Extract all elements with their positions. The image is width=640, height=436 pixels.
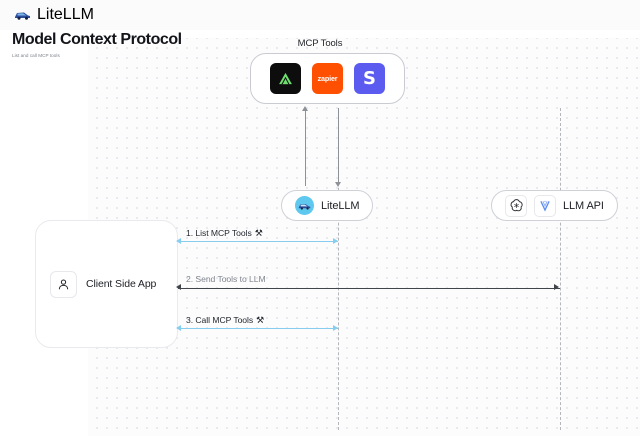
arrow-head-tools-down <box>334 182 341 187</box>
message-3-text: 3. Call MCP Tools <box>186 315 254 325</box>
message-2-arrowhead-right <box>554 284 559 291</box>
user-icon <box>50 270 77 298</box>
vertex-ai-glyph <box>540 200 550 212</box>
message-2-line <box>178 288 560 289</box>
message-2-arrowhead-left <box>175 284 181 291</box>
message-1-arrowhead-right <box>333 237 338 244</box>
brand-name: LiteLLM <box>37 6 94 23</box>
canvas-top-mask <box>0 30 640 38</box>
page-title-block: Model Context Protocol List and call MCP… <box>12 31 182 58</box>
mcp-tools-label: MCP Tools <box>297 38 343 49</box>
message-1-label: 1. List MCP Tools ⚒ <box>186 228 263 238</box>
tools-icon: ⚒ <box>256 314 265 325</box>
tools-icon: ⚒ <box>254 227 263 238</box>
user-glyph <box>58 278 69 289</box>
node-llm-api[interactable]: LLM API <box>491 190 618 221</box>
page-subtitle: List and call MCP tools <box>12 53 60 58</box>
message-3-line <box>178 328 338 329</box>
message-3-label: 3. Call MCP Tools ⚒ <box>186 315 264 325</box>
arrow-line-tools-down <box>338 108 339 184</box>
lifeline-litellm <box>338 108 339 430</box>
message-1-arrowhead-left <box>176 237 181 244</box>
message-1-line <box>178 241 338 242</box>
client-side-app-card[interactable]: Client Side App <box>35 220 178 348</box>
lifeline-llm-api <box>560 108 561 430</box>
app-header: LiteLLM <box>0 0 640 30</box>
openai-icon <box>505 194 527 217</box>
openai-glyph <box>510 199 523 212</box>
message-2-text: 2. Send Tools to LLM <box>186 274 266 284</box>
message-3-arrowhead-right <box>333 324 338 331</box>
node-litellm[interactable]: LiteLLM <box>281 190 374 221</box>
node-llm-api-label: LLM API <box>563 199 604 212</box>
page-title: Model Context Protocol <box>12 31 182 48</box>
litellm-avatar-icon <box>295 196 314 215</box>
node-litellm-label: LiteLLM <box>321 199 360 212</box>
vertex-ai-icon <box>534 194 556 217</box>
zapier-wordmark: zapier <box>317 74 338 83</box>
message-1-text: 1. List MCP Tools <box>186 228 252 238</box>
diagram-canvas[interactable]: MCP Tools zapier S Lite <box>0 30 640 436</box>
supabase-icon[interactable] <box>270 63 301 94</box>
client-side-app-label: Client Side App <box>86 278 157 290</box>
supabase-triangle-glyph <box>279 72 292 85</box>
arrow-head-tools-up <box>301 106 308 111</box>
message-2-label: 2. Send Tools to LLM <box>186 274 266 284</box>
mcp-tools-box[interactable]: zapier S <box>250 53 405 104</box>
slack-icon[interactable]: S <box>354 63 385 94</box>
zapier-icon[interactable]: zapier <box>312 63 343 94</box>
litellm-car-glyph <box>298 203 311 210</box>
arrow-line-tools-up <box>305 110 306 186</box>
slack-letter: S <box>363 67 376 89</box>
message-3-arrowhead-left <box>176 324 181 331</box>
litellm-car-logo-icon <box>15 12 30 20</box>
